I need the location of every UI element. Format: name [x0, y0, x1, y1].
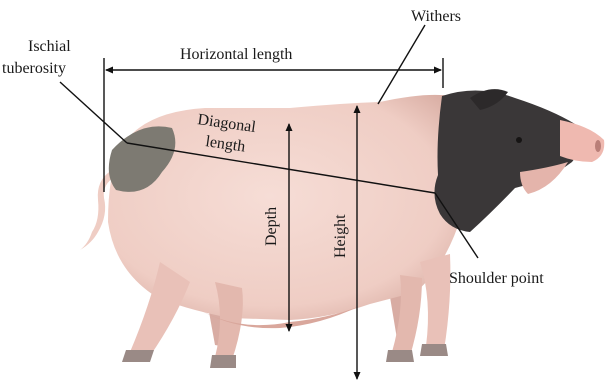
- pig-hoof-4: [420, 344, 448, 356]
- height-label: Height: [332, 214, 349, 258]
- depth-label: Depth: [263, 207, 280, 246]
- pig-front-leg: [420, 254, 450, 350]
- pig-hoof-2: [210, 355, 236, 368]
- horizontal-length-label: Horizontal length: [180, 46, 292, 63]
- pig-head: [434, 90, 585, 232]
- ischial-tuberosity-label-line1: Ischial: [28, 38, 71, 55]
- pig-hoof: [122, 350, 154, 362]
- pig-nostril: [595, 140, 601, 152]
- withers-leader: [378, 25, 425, 104]
- pig-hoof-3: [386, 350, 414, 362]
- ischial-tuberosity-label-line2: tuberosity: [2, 60, 66, 77]
- pig-eye: [516, 137, 522, 143]
- ischial-tuberosity-leader: [60, 82, 127, 143]
- shoulder-point-label: Shoulder point: [449, 270, 544, 287]
- withers-label: Withers: [411, 8, 461, 25]
